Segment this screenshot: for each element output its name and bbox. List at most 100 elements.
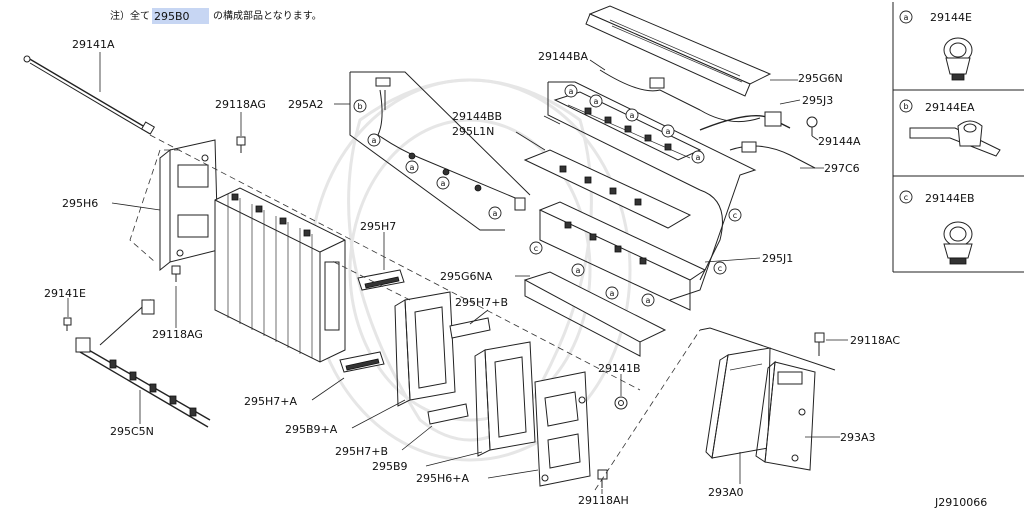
clip-295H7[interactable] (357, 269, 405, 291)
note-suffix: の構成部品となります。 (213, 9, 322, 22)
label-29144BA[interactable]: 29144BA (538, 50, 589, 63)
module-295B9A[interactable] (394, 291, 456, 407)
label-29118AC[interactable]: 29118AC (850, 334, 900, 347)
label-295H7[interactable]: 295H7 (360, 220, 396, 233)
label-295B9[interactable]: 295B9 (372, 460, 408, 473)
leader-295H7B-bottom (401, 425, 433, 451)
dash-295H6 (129, 149, 180, 263)
legend-item-b[interactable]: b 29144EA (899, 99, 1001, 157)
label-29144BB[interactable]: 29144BB (452, 110, 502, 123)
callout-a-r2: a (589, 94, 603, 108)
bracket-295H6[interactable] (159, 139, 219, 272)
bolt-29118AC[interactable] (814, 332, 825, 356)
label-295A2[interactable]: 295A2 (288, 98, 324, 111)
bolt-29141E[interactable] (63, 317, 72, 331)
clip-295H7B-bottom[interactable] (427, 403, 469, 425)
svg-text:b: b (357, 102, 362, 111)
clip-295H7A[interactable] (339, 351, 385, 373)
busbar-295L1N[interactable] (553, 91, 702, 161)
dash-assembly (149, 134, 641, 391)
bolt-29141B[interactable] (614, 396, 628, 410)
legend-part-b[interactable]: 29144EA (925, 101, 975, 114)
svg-text:a: a (410, 163, 415, 172)
clip-295H7B-top[interactable] (449, 317, 491, 339)
dash-lower-right (594, 329, 701, 491)
frame-295J1[interactable] (699, 189, 723, 281)
label-29141B[interactable]: 29141B (598, 362, 641, 375)
bracket-295H6A[interactable] (534, 371, 591, 487)
label-295G6N[interactable]: 295G6N (798, 72, 843, 85)
callout-b-295A2: b (353, 99, 367, 113)
label-293A3[interactable]: 293A3 (840, 431, 876, 444)
legend-part-a[interactable]: 29144E (930, 11, 972, 24)
bracket-293A3[interactable] (755, 360, 816, 471)
legend-part-c[interactable]: 29144EB (925, 192, 975, 205)
svg-text:a: a (696, 153, 701, 162)
legend-item-c[interactable]: c 29144EB (899, 190, 975, 265)
leader-295H6 (111, 202, 161, 211)
rod-29141A[interactable] (23, 55, 156, 135)
module-295B9[interactable] (474, 341, 536, 457)
label-293A0[interactable]: 293A0 (708, 486, 744, 499)
bolt-29144A[interactable] (806, 116, 818, 136)
label-295H6[interactable]: 295H6 (62, 197, 98, 210)
label-295C5N[interactable]: 295C5N (110, 425, 154, 438)
label-295H7B-top[interactable]: 295H7+B (455, 296, 508, 309)
label-295G6NA[interactable]: 295G6NA (440, 270, 493, 283)
svg-text:b: b (903, 102, 908, 111)
svg-text:a: a (576, 266, 581, 275)
label-295H6A[interactable]: 295H6+A (416, 472, 469, 485)
label-295J3[interactable]: 295J3 (802, 94, 833, 107)
bolt-29118AG-bottom[interactable] (171, 265, 181, 282)
label-295H7A[interactable]: 295H7+A (244, 395, 297, 408)
harness-29144BA[interactable] (599, 69, 761, 123)
label-29118AG-bottom[interactable]: 29118AG (152, 328, 203, 341)
battery-module-stack[interactable] (214, 187, 346, 363)
note-part-number[interactable]: 295B0 (154, 10, 190, 23)
busbar-lower[interactable] (523, 149, 692, 229)
harness-297C6[interactable] (729, 141, 816, 169)
legend-callout-a: a (899, 10, 913, 24)
svg-text:c: c (733, 211, 737, 220)
svg-text:a: a (441, 179, 446, 188)
ecu-293A0[interactable] (705, 347, 771, 460)
label-295B9A[interactable]: 295B9+A (285, 423, 338, 436)
harness-295J3[interactable] (699, 111, 791, 131)
label-29141E[interactable]: 29141E (44, 287, 86, 300)
leader-29144BB (543, 115, 561, 125)
label-295H7B-bottom[interactable]: 295H7+B (335, 445, 388, 458)
bracket-295A2-bottom (349, 72, 505, 231)
leader-295J3 (779, 99, 801, 105)
callout-a-r8: a (641, 293, 655, 307)
callout-a-295A2-1: a (367, 133, 381, 147)
leader-295H6A (487, 469, 539, 479)
label-297C6[interactable]: 297C6 (824, 162, 860, 175)
note-prefix: 注）全て (110, 9, 150, 22)
legend-item-a[interactable]: a 29144E (899, 10, 973, 81)
legend-callout-c: c (899, 190, 913, 204)
svg-text:a: a (594, 97, 599, 106)
enclosure-outline-upper (548, 81, 757, 301)
label-295L1N[interactable]: 295L1N (452, 125, 494, 138)
clip-29144E-icon (943, 37, 973, 81)
svg-text:a: a (569, 87, 574, 96)
callout-a-r1: a (564, 84, 578, 98)
label-29144A[interactable]: 29144A (818, 135, 861, 148)
cover-295G6N[interactable] (585, 5, 772, 97)
callout-a-295A2-2: a (405, 160, 419, 174)
label-29118AG-top[interactable]: 29118AG (215, 98, 266, 111)
callout-a-r6: a (571, 263, 585, 277)
label-29118AH[interactable]: 29118AH (578, 494, 629, 507)
label-29141A[interactable]: 29141A (72, 38, 115, 51)
bolt-29118AG-top[interactable] (236, 136, 246, 153)
label-295J1[interactable]: 295J1 (762, 252, 793, 265)
leader-295J1 (704, 257, 761, 263)
leader-29144A (811, 135, 819, 141)
callout-a-295A2-4: a (488, 206, 502, 220)
tray-295G6NA[interactable] (523, 271, 667, 357)
callout-a-r4: a (661, 124, 675, 138)
harness-295C5N[interactable] (75, 299, 211, 428)
svg-text:a: a (372, 136, 377, 145)
callout-a-295A2-3: a (436, 176, 450, 190)
